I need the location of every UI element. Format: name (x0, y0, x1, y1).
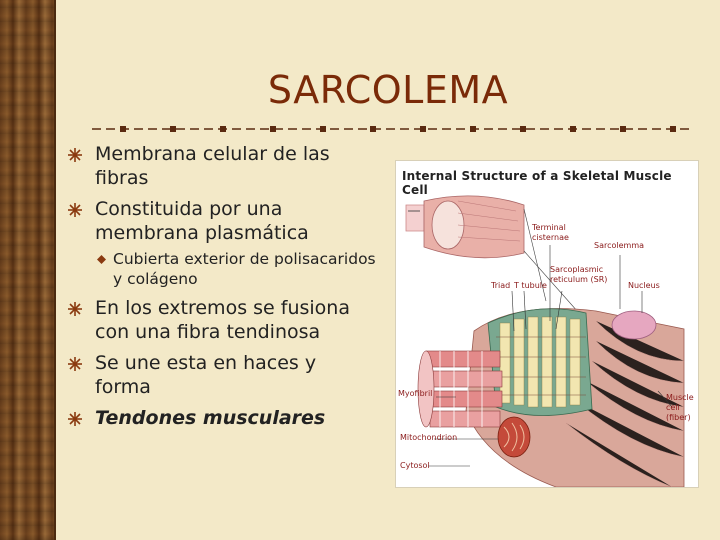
sub-bullet-item: Cubierta exterior de polisacaridos y col… (95, 249, 378, 289)
starburst-bullet-icon (68, 357, 82, 371)
wood-texture-strip (0, 0, 56, 540)
label-mitochondrion: Mitochondrion (400, 433, 458, 442)
starburst-bullet-icon (68, 203, 82, 217)
label-nucleus: Nucleus (628, 281, 660, 290)
diagram-title: Internal Structure of a Skeletal Muscle … (402, 169, 672, 197)
bullet-item: Constituida por una membrana plasmática … (68, 197, 378, 289)
label-myofibril: Myofibril (398, 389, 433, 398)
diamond-bullet-icon (97, 255, 106, 264)
starburst-bullet-icon (68, 302, 82, 316)
muscle-cell-illustration (405, 195, 685, 487)
label-muscle-cell: Muscle cell (fiber) (666, 393, 694, 422)
strip-edge (54, 0, 57, 540)
decorative-divider (92, 126, 692, 132)
starburst-bullet-icon (68, 148, 82, 162)
bullet-text: Se une esta en haces y forma (95, 352, 317, 398)
bullet-item: Se une esta en haces y forma (68, 351, 378, 399)
bullet-item: En los extremos se fusiona con una fibra… (68, 296, 378, 344)
label-terminal-cisternae: Terminal cisternae (532, 223, 569, 242)
bullet-list: Membrana celular de las fibras Constitui… (68, 142, 378, 437)
label-triad: Triad (491, 281, 511, 290)
label-sarcolemma: Sarcolemma (594, 241, 645, 250)
sub-bullet-list: Cubierta exterior de polisacaridos y col… (95, 249, 378, 289)
bullet-text: En los extremos se fusiona con una fibra… (95, 297, 350, 343)
label-t-tubule: T tubule (514, 281, 547, 290)
starburst-bullet-icon (68, 412, 82, 426)
label-sarcoplasmic-reticulum: Sarcoplasmic reticulum (SR) (550, 265, 608, 284)
label-cytosol: Cytosol (400, 461, 430, 470)
sub-bullet-text: Cubierta exterior de polisacaridos y col… (113, 250, 376, 288)
bullet-text: Constituida por una membrana plasmática (95, 198, 309, 244)
bullet-text: Membrana celular de las fibras (95, 143, 330, 189)
bullet-item: Tendones musculares (68, 406, 378, 430)
bullet-text-emphasis: Tendones musculares (95, 407, 326, 429)
muscle-cell-diagram: Internal Structure of a Skeletal Muscle … (395, 160, 699, 488)
bullet-item: Membrana celular de las fibras (68, 142, 378, 190)
slide-title: SARCOLEMA (267, 68, 509, 112)
